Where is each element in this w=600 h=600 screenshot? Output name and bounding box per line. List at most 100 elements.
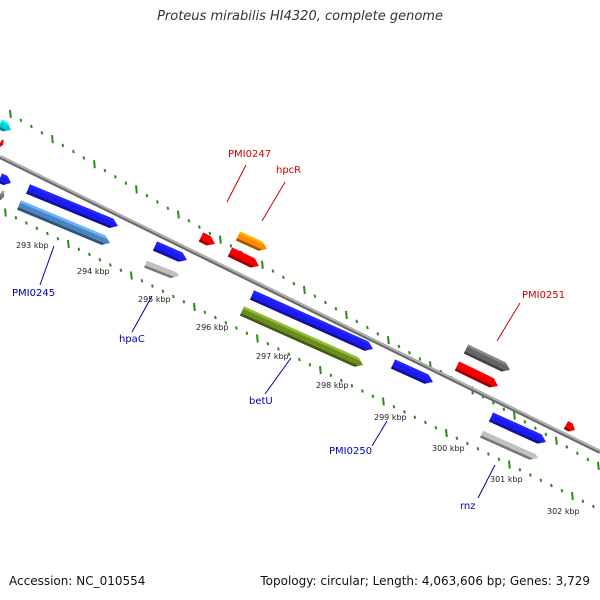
gene-arrow-shadow xyxy=(563,426,572,432)
outer-tick xyxy=(261,260,264,269)
outer-tick xyxy=(208,231,212,236)
gene-arrow-body xyxy=(488,412,547,444)
gene-arrow-body xyxy=(454,361,499,388)
inner-tick xyxy=(476,446,480,451)
gene-arrow-body xyxy=(17,200,111,245)
inner-tick xyxy=(235,326,238,330)
gene-feature xyxy=(0,190,5,201)
label-leader xyxy=(226,164,247,203)
outer-tick xyxy=(303,285,306,294)
gene-label-layer: PMI0245hpaCbetUPMI0250rnzPMI0247hpcRPMI0… xyxy=(12,149,565,512)
label-leader xyxy=(39,245,55,286)
inner-tick xyxy=(245,331,249,336)
inner-tick xyxy=(455,436,459,441)
inner-tick xyxy=(14,215,18,220)
inner-tick xyxy=(98,257,102,262)
outer-tick xyxy=(30,124,33,129)
sequence-backbone xyxy=(0,155,600,454)
outer-tick xyxy=(198,225,201,229)
outer-tick xyxy=(555,436,558,445)
gene-label: rnz xyxy=(460,501,476,512)
gene-arrow-body xyxy=(227,247,259,268)
outer-tick xyxy=(124,181,128,185)
label-leader xyxy=(264,357,292,395)
gene-arrow-highlight xyxy=(1,190,5,195)
scale-label: 301 kbp xyxy=(490,475,523,484)
inner-tick xyxy=(497,457,501,462)
inner-tick xyxy=(67,239,70,249)
gene-feature xyxy=(463,344,511,372)
gene-arrow-shadow xyxy=(144,265,175,279)
gene-feature xyxy=(235,231,267,251)
gene-arrow-body xyxy=(26,184,118,228)
inner-tick xyxy=(434,425,438,430)
inner-tick-ring xyxy=(4,208,595,509)
outer-tick xyxy=(72,149,75,154)
inner-tick xyxy=(298,357,301,362)
gene-arrow-highlight xyxy=(28,184,116,223)
gene-feature xyxy=(144,258,180,279)
inner-tick xyxy=(277,347,280,351)
outer-tick xyxy=(229,244,233,248)
inner-tick xyxy=(203,310,207,315)
inner-tick xyxy=(340,378,343,383)
gene-arrow-highlight xyxy=(1,139,4,143)
gene-feature xyxy=(239,306,364,367)
outer-tick xyxy=(114,175,117,179)
scale-label: 293 kbp xyxy=(16,241,49,250)
inner-tick xyxy=(224,320,228,325)
gene-arrow-highlight xyxy=(19,200,108,240)
scale-label: 302 kbp xyxy=(547,507,580,516)
gene-arrow-body xyxy=(479,428,538,460)
gene-arrow-shadow xyxy=(0,180,7,186)
gene-arrow-shadow xyxy=(0,126,7,132)
outer-tick xyxy=(418,357,422,361)
inner-tick xyxy=(350,383,354,388)
outer-tick xyxy=(534,426,537,430)
scale-label: 296 kbp xyxy=(196,323,229,332)
gene-arrow-body xyxy=(249,290,374,351)
outer-tick xyxy=(576,451,579,455)
inner-tick xyxy=(25,221,28,225)
gene-arrow-shadow xyxy=(463,351,506,372)
gene-arrow-highlight xyxy=(492,412,544,438)
inner-tick xyxy=(403,410,406,414)
gene-feature xyxy=(198,232,215,246)
gene-arrow-shadow xyxy=(479,435,534,460)
outer-tick xyxy=(492,401,495,405)
inner-tick xyxy=(382,397,385,406)
inner-tick xyxy=(371,394,375,399)
outer-tick xyxy=(366,325,369,330)
outer-tick xyxy=(219,235,222,244)
inner-tick xyxy=(266,341,270,346)
label-leader xyxy=(477,464,496,499)
inner-tick xyxy=(151,284,154,288)
gene-arrow-highlight xyxy=(146,258,177,273)
gene-arrow-shadow xyxy=(390,366,429,384)
inner-tick xyxy=(539,478,543,483)
outer-tick xyxy=(523,420,527,424)
gene-arrow-highlight xyxy=(483,428,536,455)
outer-tick xyxy=(40,131,44,135)
outer-tick xyxy=(177,210,180,219)
gene-arrow-shadow xyxy=(26,191,114,228)
inner-tick xyxy=(308,362,312,367)
gene-arrow-body xyxy=(144,258,180,279)
gene-arrow-shadow xyxy=(17,207,106,245)
gene-arrow-shadow xyxy=(198,239,211,246)
inner-tick xyxy=(119,268,123,273)
outer-tick xyxy=(408,350,411,355)
gene-feature xyxy=(26,184,118,228)
gene-feature xyxy=(0,173,12,186)
gene-arrow-shadow xyxy=(454,368,494,388)
gene-arrow-body xyxy=(239,306,364,367)
gene-arrow-shadow xyxy=(488,419,542,444)
gene-arrow-shadow xyxy=(152,248,183,262)
gene-label: PMI0247 xyxy=(228,149,271,160)
gene-arrow-shadow xyxy=(227,254,255,268)
map-title: Proteus mirabilis HI4320, complete genom… xyxy=(157,9,443,24)
outer-tick xyxy=(145,193,149,198)
label-leader xyxy=(496,302,521,342)
